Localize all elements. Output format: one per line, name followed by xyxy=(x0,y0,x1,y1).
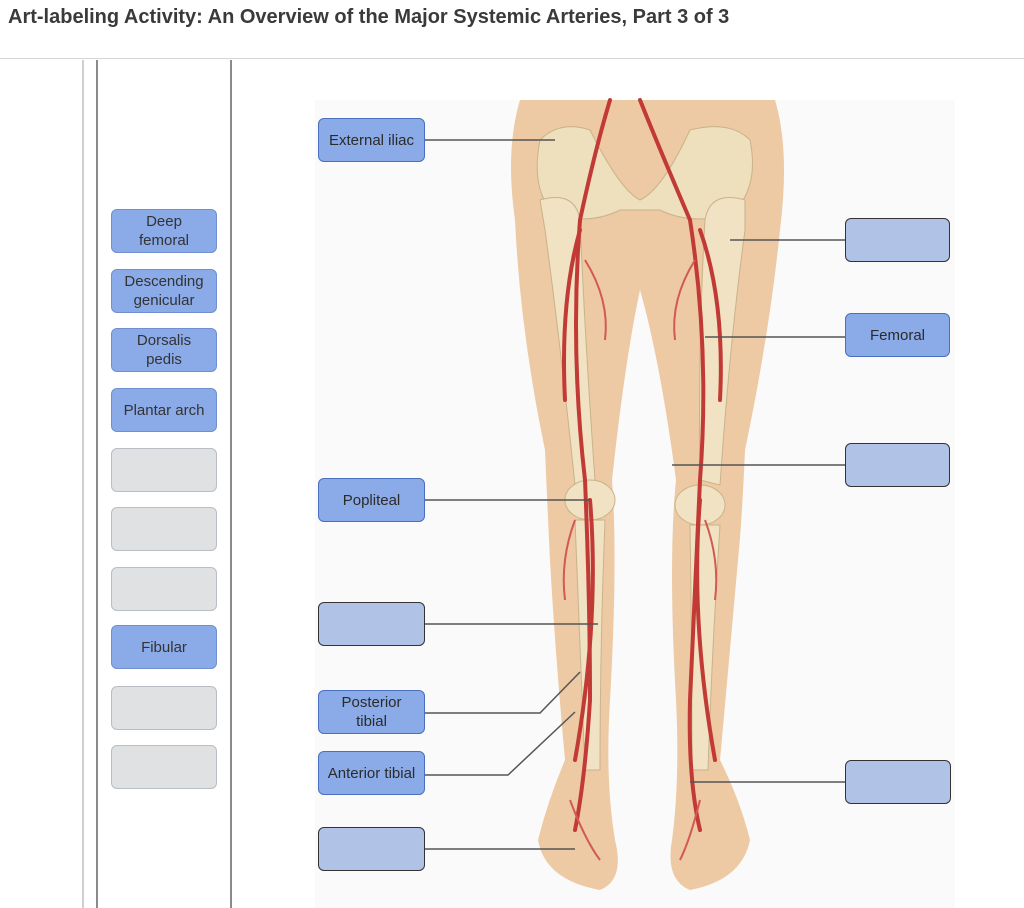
panel-left-border xyxy=(82,60,84,908)
bank-slot-empty[interactable] xyxy=(111,567,217,611)
bank-slot-empty[interactable] xyxy=(111,507,217,551)
target-drop-zone-right-mid[interactable] xyxy=(845,443,950,487)
title-divider xyxy=(0,58,1024,59)
panel-divider-2 xyxy=(230,60,232,908)
bank-label-dorsalis-pedis[interactable]: Dorsalis pedis xyxy=(111,328,217,372)
target-drop-zone-right-top[interactable] xyxy=(845,218,950,262)
artery-branches xyxy=(562,259,718,861)
artery-lines xyxy=(562,98,723,832)
bank-slot-empty[interactable] xyxy=(111,745,217,789)
page-title: Art-labeling Activity: An Overview of th… xyxy=(8,6,730,28)
target-drop-zone-right-bottom[interactable] xyxy=(845,760,951,804)
target-drop-zone-left-1[interactable] xyxy=(318,602,425,646)
bank-label-descending-genicular[interactable]: Descending genicular xyxy=(111,269,217,313)
panel-divider-1 xyxy=(96,60,98,908)
target-anterior-tibial[interactable]: Anterior tibial xyxy=(318,751,425,795)
leader-lines xyxy=(425,139,845,850)
bank-label-plantar-arch[interactable]: Plantar arch xyxy=(111,388,217,432)
target-femoral[interactable]: Femoral xyxy=(845,313,950,357)
target-popliteal[interactable]: Popliteal xyxy=(318,478,425,522)
target-external-iliac[interactable]: External iliac xyxy=(318,118,425,162)
target-posterior-tibial[interactable]: Posterior tibial xyxy=(318,690,425,734)
bank-slot-empty[interactable] xyxy=(111,448,217,492)
target-drop-zone-left-2[interactable] xyxy=(318,827,425,871)
bank-label-deep-femoral[interactable]: Deep femoral xyxy=(111,209,217,253)
bank-slot-empty[interactable] xyxy=(111,686,217,730)
bank-label-fibular[interactable]: Fibular xyxy=(111,625,217,669)
